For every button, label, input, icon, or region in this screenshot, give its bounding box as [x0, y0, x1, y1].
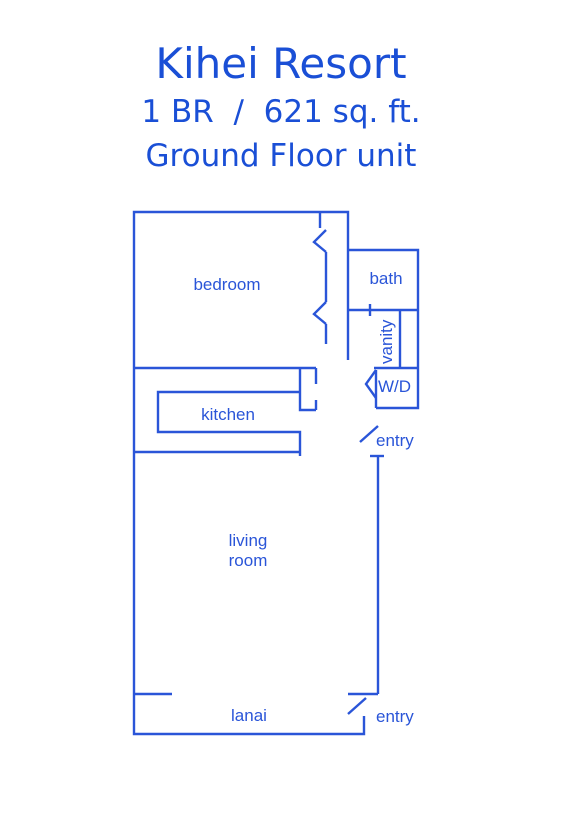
- vanity-label: vanity: [377, 319, 396, 364]
- lanai-label: lanai: [231, 706, 267, 725]
- entry-door-swing: [359, 425, 379, 443]
- lanai-outer-wall: [132, 694, 366, 736]
- kitchen-pantry-wall: [298, 368, 316, 412]
- bedroom-wall: [132, 210, 350, 368]
- bedroom-closet-door-upper: [312, 229, 327, 253]
- bedroom-label: bedroom: [193, 275, 260, 294]
- living-room-label-line2: room: [229, 551, 268, 570]
- header: Kihei Resort 1 BR / 621 sq. ft. Ground F…: [0, 38, 562, 178]
- wd-door: [364, 369, 377, 399]
- lanai-door-swing: [347, 697, 367, 715]
- kitchen-counter: [156, 390, 302, 456]
- kitchen-label: kitchen: [201, 405, 255, 424]
- wd-label: W/D: [378, 377, 411, 396]
- page-title: Kihei Resort: [155, 39, 407, 88]
- lanai-entry-label: entry: [376, 707, 414, 726]
- unit-size: 1 BR / 621 sq. ft.: [141, 94, 421, 130]
- bath-label: bath: [369, 269, 402, 288]
- unit-location: Ground Floor unit: [145, 138, 417, 174]
- bath-wall: [348, 248, 420, 410]
- bedroom-closet-door-lower: [312, 301, 327, 325]
- front-entry-label: entry: [376, 431, 414, 450]
- living-room-label-line1: living: [229, 531, 268, 550]
